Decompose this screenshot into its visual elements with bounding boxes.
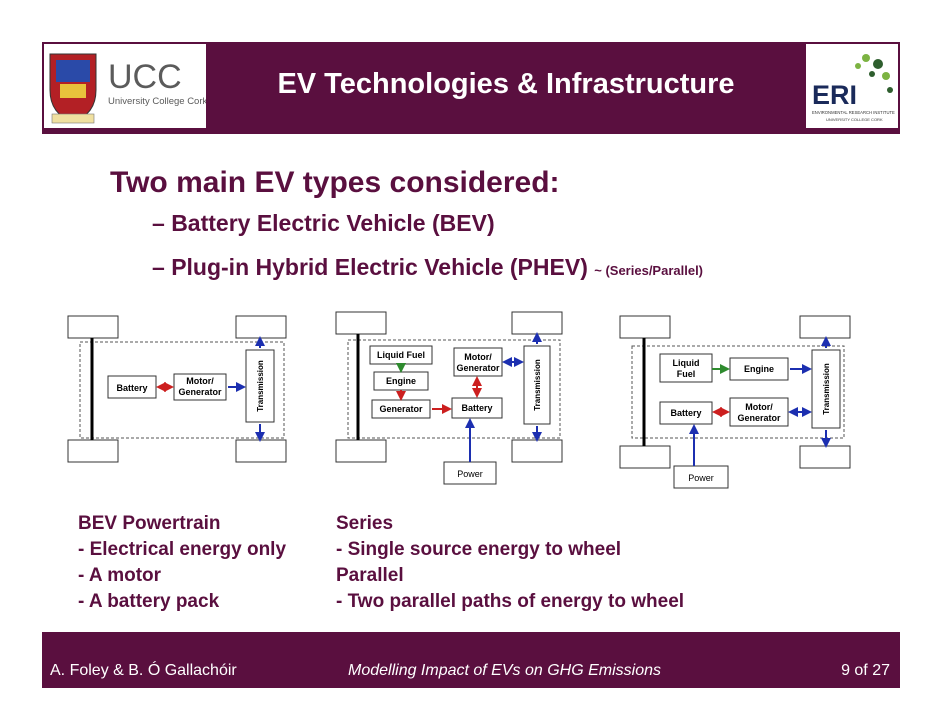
- wheel-icon: [335, 311, 387, 335]
- bev-battery-label: Battery: [116, 383, 147, 393]
- wheel-icon: [619, 315, 671, 339]
- footer-page-number: 9 of 27: [841, 662, 890, 679]
- wheel-icon: [335, 439, 387, 463]
- bullet-suffix: ~ (Series/Parallel): [594, 263, 704, 278]
- series-fuel-label: Liquid Fuel: [377, 350, 425, 360]
- bullet-text: Battery Electric Vehicle (BEV): [171, 210, 495, 236]
- bev-motor-label-2: Generator: [178, 387, 222, 397]
- eri-subtitle-2: UNIVERSITY COLLEGE CORK: [826, 117, 883, 122]
- parallel-fuel-label-2: Fuel: [677, 369, 696, 379]
- series-motor-label-2: Generator: [456, 363, 500, 373]
- eri-dots-icon: ERI ENVIRONMENTAL RESEARCH INSTITUTE UNI…: [812, 54, 895, 122]
- ucc-subtitle: University College Cork: [108, 96, 206, 107]
- bev-caption: BEV Powertrain - Electrical energy only …: [78, 511, 286, 615]
- eri-subtitle: ENVIRONMENTAL RESEARCH INSTITUTE: [812, 110, 895, 115]
- caption-line: Series: [336, 513, 394, 534]
- parallel-transmission-box: [811, 349, 841, 429]
- bev-motor-label-1: Motor/: [186, 376, 214, 386]
- wheel-icon: [235, 315, 287, 339]
- parallel-transmission-label: Transmission: [822, 363, 831, 415]
- ucc-crest-icon: UCC University College Cork: [49, 53, 208, 124]
- footer-talk-title: Modelling Impact of EVs on GHG Emissions: [348, 662, 662, 679]
- parallel-diagram: [619, 315, 851, 489]
- eri-wordmark: ERI: [812, 80, 857, 110]
- series-power-label: Power: [457, 469, 483, 479]
- eri-logo: ERI ENVIRONMENTAL RESEARCH INSTITUTE UNI…: [806, 44, 898, 128]
- series-engine-label: Engine: [386, 376, 416, 386]
- series-chassis-outline: [347, 339, 561, 439]
- parallel-fuel-label-1: Liquid: [673, 358, 700, 368]
- footer-authors: A. Foley & B. Ó Gallachóir: [50, 662, 237, 679]
- bev-motor-box: [173, 373, 227, 401]
- parallel-chassis-outline: [631, 345, 845, 439]
- ucc-wordmark: UCC: [108, 58, 182, 96]
- series-diagram: [335, 311, 563, 485]
- parallel-battery-label: Battery: [670, 408, 701, 418]
- series-motor-box: [453, 347, 503, 377]
- series-transmission-label: Transmission: [533, 359, 542, 411]
- series-transmission-box: [523, 345, 551, 425]
- wheel-icon: [619, 445, 671, 469]
- bev-transmission-label: Transmission: [256, 360, 265, 412]
- wheel-icon: [511, 439, 563, 463]
- wheel-icon: [235, 439, 287, 463]
- bev-transmission-box: [245, 349, 275, 423]
- series-battery-label: Battery: [461, 403, 492, 413]
- ucc-logo: UCC University College Cork: [44, 44, 208, 128]
- parallel-motor-box: [729, 397, 789, 427]
- series-battery-box: [451, 397, 503, 419]
- caption-line: - A motor: [78, 565, 162, 586]
- caption-line: - A battery pack: [78, 591, 220, 612]
- parallel-fuel-box: [659, 353, 713, 383]
- caption-line: - Two parallel paths of energy to wheel: [336, 591, 685, 612]
- bullet-phev: – Plug-in Hybrid Electric Vehicle (PHEV)…: [152, 254, 703, 281]
- parallel-engine-label: Engine: [744, 364, 774, 374]
- wheel-icon: [67, 439, 119, 463]
- bullet-dash: –: [152, 254, 165, 280]
- bev-chassis-outline: [79, 341, 285, 439]
- wheel-icon: [511, 311, 563, 335]
- main-heading: Two main EV types considered:: [110, 166, 560, 199]
- bullet-text: Plug-in Hybrid Electric Vehicle (PHEV): [171, 254, 588, 280]
- caption-line: Parallel: [336, 565, 404, 586]
- caption-line: BEV Powertrain: [78, 513, 221, 534]
- parallel-power-box: [673, 465, 729, 489]
- parallel-motor-label-2: Generator: [737, 413, 781, 423]
- series-generator-label: Generator: [379, 404, 423, 414]
- parallel-power-label: Power: [688, 473, 714, 483]
- footer-bar: A. Foley & B. Ó Gallachóir Modelling Imp…: [42, 632, 900, 688]
- bullet-bev: – Battery Electric Vehicle (BEV): [152, 210, 495, 237]
- slide-title: EV Technologies & Infrastructure: [277, 68, 735, 100]
- bullet-dash: –: [152, 210, 165, 236]
- bev-diagram: [67, 315, 287, 463]
- phev-caption: Series - Single source energy to wheel P…: [336, 511, 684, 615]
- wheel-icon: [799, 445, 851, 469]
- wheel-icon: [67, 315, 119, 339]
- parallel-motor-label-1: Motor/: [745, 402, 773, 412]
- parallel-engine-box: [729, 357, 789, 381]
- caption-line: - Electrical energy only: [78, 539, 287, 560]
- series-motor-label-1: Motor/: [464, 352, 492, 362]
- wheel-icon: [799, 315, 851, 339]
- caption-line: - Single source energy to wheel: [336, 539, 622, 560]
